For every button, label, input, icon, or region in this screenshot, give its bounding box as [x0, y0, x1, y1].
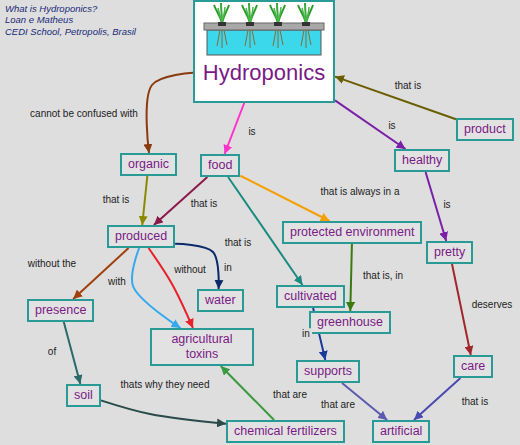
concept-text: supports — [304, 364, 352, 379]
link-label: cannot be confused with — [28, 108, 140, 120]
link-label: that is — [393, 80, 424, 92]
connector-arrow — [414, 378, 461, 420]
link-label: that is — [189, 198, 220, 210]
concept-box: cultivated — [276, 285, 345, 308]
connector-arrow — [149, 248, 193, 328]
concept-text: product — [464, 122, 506, 137]
concept-text: pretty — [434, 245, 465, 260]
connector-arrow — [64, 322, 81, 384]
link-label: deserves — [470, 299, 515, 311]
concept-box: greenhouse — [309, 311, 391, 334]
connector-arrow — [335, 77, 456, 120]
plants — [214, 3, 313, 23]
concept-text: care — [461, 359, 485, 374]
concept-box: care — [453, 355, 493, 378]
link-label: that is always in a — [319, 186, 402, 198]
note-line: CEDI School, Petropolis, Brasil — [5, 26, 136, 37]
link-label: without — [172, 264, 208, 276]
note-title: What is Hydroponics? — [5, 3, 136, 14]
concept-box: chemical fertilizers — [226, 420, 345, 443]
concept-text: greenhouse — [317, 315, 383, 330]
concept-box: healthy — [394, 149, 450, 172]
concept-box: produced — [107, 225, 175, 248]
concept-text: Hydroponics — [201, 60, 327, 86]
link-label: that is, in — [361, 270, 405, 282]
concept-box: artificial — [372, 420, 430, 443]
link-label: in — [300, 328, 312, 340]
link-label: is — [386, 120, 397, 132]
concept-box: supports — [296, 360, 360, 383]
concept-text: organic — [128, 157, 169, 172]
concept-box: agricultural toxins — [150, 328, 254, 366]
concept-box: pretty — [426, 241, 473, 264]
link-label: that is — [460, 396, 491, 408]
concept-text: agricultural toxins — [158, 332, 246, 362]
connector-arrow — [335, 100, 405, 149]
link-label: that are — [319, 399, 357, 411]
connector-arrow — [452, 264, 471, 355]
concept-box: product — [456, 118, 514, 141]
net-pots — [218, 22, 310, 26]
concept-box: organic — [120, 153, 177, 176]
author-note: What is Hydroponics?Loan e MatheusCEDI S… — [5, 3, 136, 37]
water-tank — [207, 30, 321, 55]
link-label: is — [246, 126, 257, 138]
concept-text: chemical fertilizers — [234, 424, 337, 439]
connector-arrow — [147, 73, 193, 153]
note-line: Loan e Matheus — [5, 14, 136, 25]
connector-arrow — [142, 176, 147, 225]
concept-box: water — [197, 289, 244, 312]
concept-box: food — [200, 154, 240, 177]
concept-text: presence — [35, 303, 86, 318]
title-box: Hydroponics — [193, 0, 335, 103]
concept-text: food — [208, 158, 232, 173]
connector-arrow — [73, 248, 128, 299]
link-label: that is — [101, 194, 132, 206]
concept-text: soil — [74, 388, 93, 403]
concept-box: soil — [66, 384, 101, 407]
link-label: that is — [223, 237, 254, 249]
concept-text: healthy — [402, 153, 442, 168]
link-label: thats why they need — [119, 379, 212, 391]
connector-arrow — [225, 103, 245, 154]
title-box-ground — [193, 0, 335, 103]
concept-box: presence — [27, 299, 94, 322]
link-label: of — [46, 346, 58, 358]
concept-text: water — [205, 293, 236, 308]
concept-text: artificial — [380, 424, 422, 439]
float-plate — [204, 23, 324, 30]
connector-arrow — [221, 366, 274, 420]
connector-arrow — [101, 400, 226, 423]
concept-box: protected environment — [282, 221, 422, 244]
concept-text: protected environment — [290, 225, 414, 240]
link-label: with — [106, 276, 128, 288]
link-label: that are — [271, 389, 309, 401]
concept-text: produced — [115, 229, 167, 244]
concept-text: cultivated — [284, 289, 337, 304]
link-label: in — [222, 262, 234, 274]
connector-arrow — [350, 244, 352, 311]
roots — [217, 30, 311, 48]
link-label: is — [441, 199, 452, 211]
link-label: without the — [26, 258, 78, 270]
